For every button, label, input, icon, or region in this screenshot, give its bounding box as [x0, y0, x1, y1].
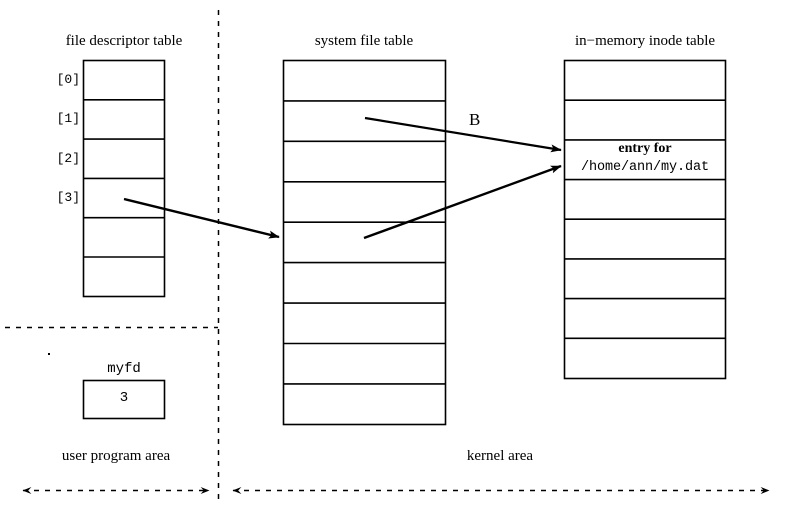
inode-entry-label: entry for — [618, 141, 672, 156]
arrow-system-file-to-inode — [363, 164, 562, 240]
stray-dot-marker — [48, 353, 50, 355]
system-file-table-box — [282, 59, 447, 426]
myfd-box — [82, 379, 166, 420]
arrow-label-b: B — [469, 110, 481, 129]
fd-index-label-2: [2] — [56, 151, 80, 166]
arrow-fd-to-system-file-table — [123, 197, 280, 239]
system-file-table-title: system file table — [314, 33, 414, 49]
fd-table-box — [82, 59, 166, 298]
fd-index-label-3: [3] — [56, 190, 80, 205]
arrow-b-to-inode — [364, 116, 562, 153]
inode-table-title: in−memory inode table — [574, 33, 716, 49]
kernel-area-label: kernel area — [466, 448, 534, 464]
fd-index-label-1: [1] — [56, 111, 80, 126]
myfd-label: myfd — [107, 361, 141, 377]
myfd-value: 3 — [119, 390, 129, 406]
inode-entry-path: /home/ann/my.dat — [580, 160, 710, 175]
inode-table-box — [563, 59, 727, 380]
fd-index-label-0: [0] — [56, 72, 80, 87]
user-area-label: user program area — [61, 448, 171, 464]
fd-table-title: file descriptor table — [65, 33, 183, 49]
